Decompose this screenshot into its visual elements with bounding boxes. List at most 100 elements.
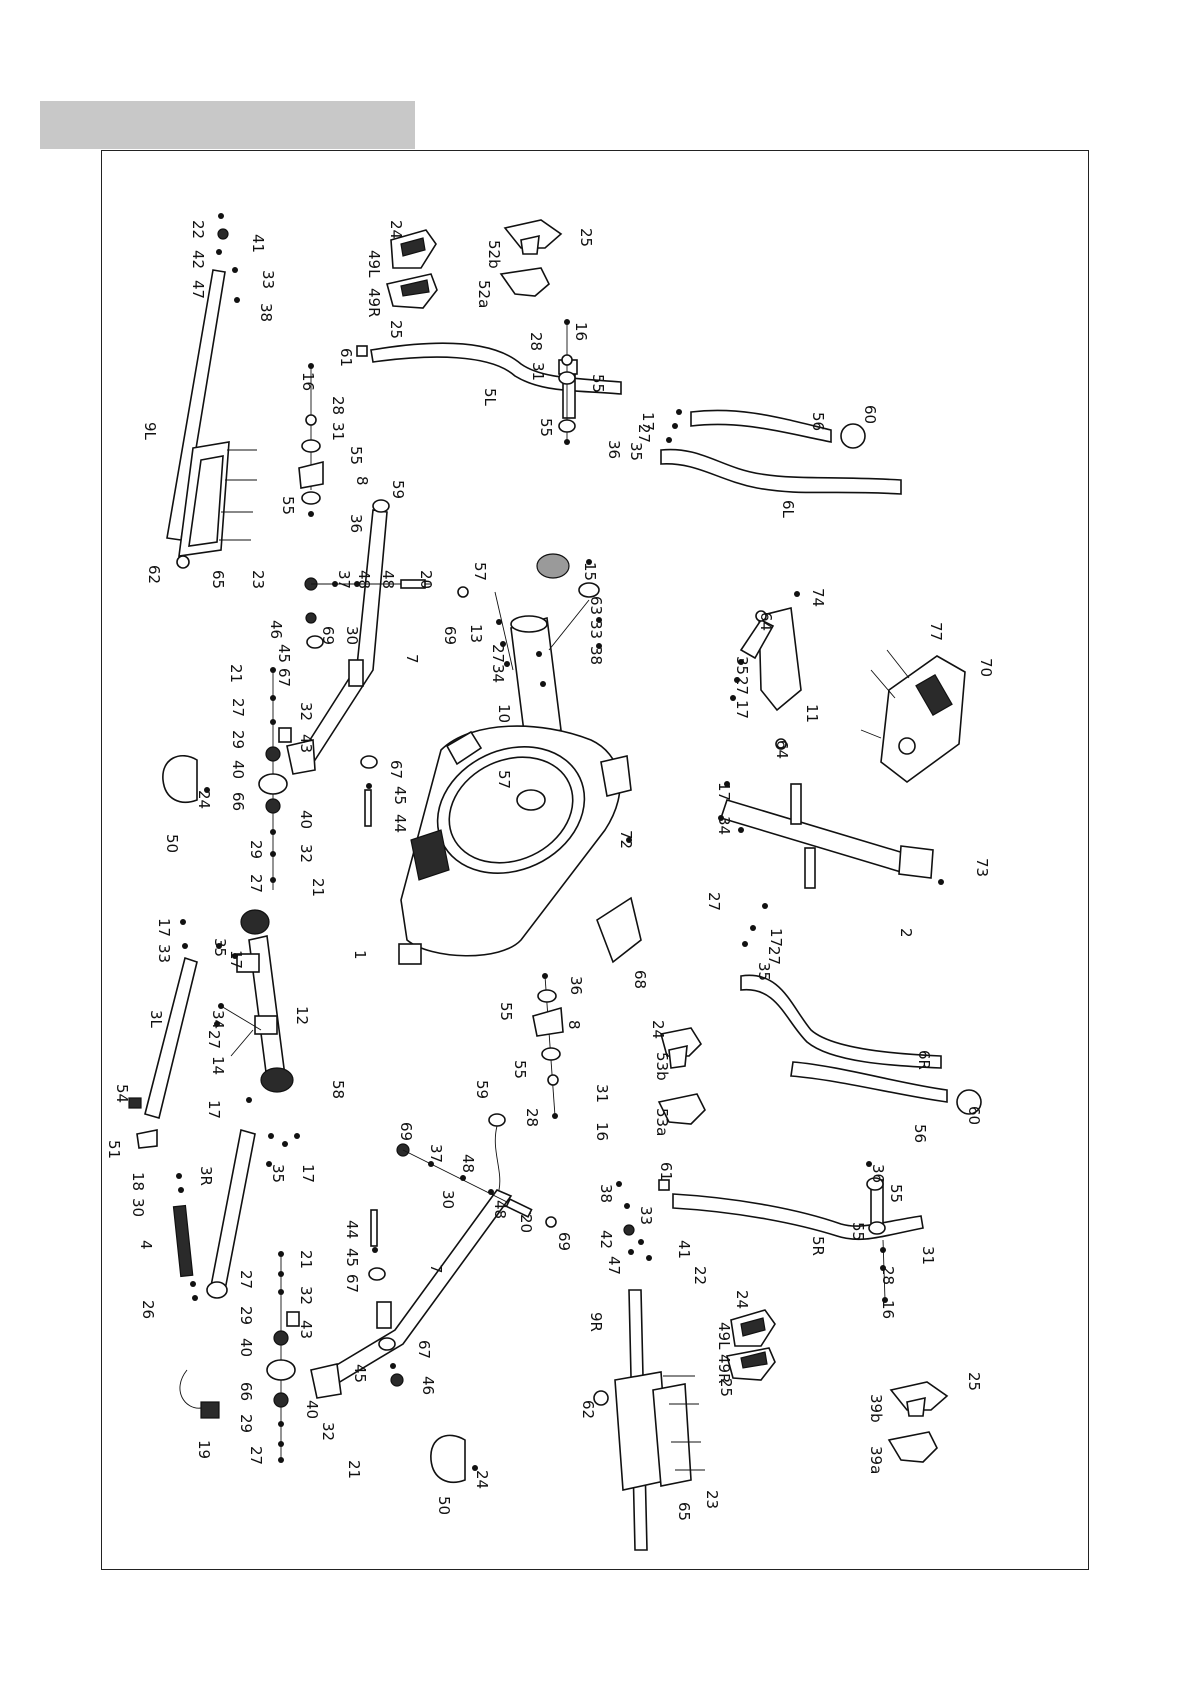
part-label-l-62a: 62 [145,565,163,584]
part-label-l-4a: 4 [137,1240,155,1250]
part-label-l-23b: 23 [703,1490,721,1509]
part-label-l-59a: 59 [389,480,407,499]
part-label-l-55c: 55 [589,374,607,393]
part-label-l-54a: 54 [113,1084,131,1103]
part-label-l-31c: 31 [593,1084,611,1103]
part-stack-44-lower [368,1209,404,1387]
part-label-l-17a: 17 [639,412,657,431]
part-label-l-60a: 60 [861,405,879,424]
part-label-l-68a: 68 [631,970,649,989]
part-39a-grip [887,1431,938,1463]
part-label-l-14a: 14 [209,1056,227,1075]
part-label-l-31b: 31 [529,362,547,381]
part-label-l-21b: 21 [309,878,327,897]
part-label-l-23a: 23 [249,570,267,589]
part-65-pedal-left [178,441,257,557]
part-label-l-27c: 27 [229,698,247,717]
part-53a-grip [657,1093,706,1125]
part-label-l-21a: 21 [227,664,245,683]
part-4-slider [172,1173,198,1301]
part-5L-arm [370,342,622,419]
part-label-l-5R: 5R [809,1236,827,1256]
part-52a-grip [499,267,550,297]
part-label-l-74a: 74 [809,588,827,607]
part-label-l-22b: 22 [691,1266,709,1285]
part-label-l-27h: 27 [205,1030,223,1049]
part-label-l-32d: 32 [319,1422,337,1441]
part-label-l-40c: 40 [237,1338,255,1357]
part-label-l-40a: 40 [229,760,247,779]
part-2-base [718,781,944,947]
diagram-frame [101,150,1089,1570]
part-label-l-31d: 31 [919,1246,937,1265]
part-label-l-44a: 44 [391,814,409,833]
part-label-l-30c: 30 [439,1190,457,1209]
part-label-l-56b: 56 [911,1124,929,1143]
part-label-l-67c: 67 [343,1274,361,1293]
part-50-cover-upper [162,755,210,804]
part-3L-tube [144,919,198,1119]
part-62-left [176,555,190,569]
header-bar [40,101,415,149]
part-49L-cover-right [730,1309,776,1347]
part-label-l-6L: 6L [779,500,797,519]
part-label-l-45a: 45 [275,644,293,663]
part-label-l-37a: 37 [335,570,353,589]
part-label-l-55f: 55 [511,1060,529,1079]
part-label-l-55g: 55 [887,1184,905,1203]
part-label-l-45c: 45 [343,1248,361,1267]
part-label-l-36d: 36 [869,1164,887,1183]
part-label-l-51a: 51 [105,1140,123,1159]
part-57-cap-upper [536,553,570,579]
part-label-l-53a: 53a [653,1108,671,1136]
part-label-l-69a: 69 [319,626,337,645]
part-label-l-66b: 66 [237,1382,255,1401]
part-6L-tube [660,409,902,495]
part-label-l-33b: 33 [587,620,605,639]
part-label-l-25b: 25 [577,228,595,247]
part-label-l-49La: 49L [365,250,383,278]
part-label-l-25a: 25 [387,320,405,339]
part-label-l-10a: 10 [495,704,513,723]
part-63-stack [548,559,602,651]
part-label-l-36c: 36 [567,976,585,995]
part-label-l-48d: 48 [491,1200,509,1219]
part-label-l-65b: 65 [675,1502,693,1521]
part-label-l-69b: 69 [441,626,459,645]
part-stack-7-lower [396,1143,557,1228]
part-label-l-60b: 60 [965,1106,983,1125]
part-label-l-52b: 52b [485,240,503,269]
part-label-l-45d: 45 [351,1364,369,1383]
part-label-l-77a: 77 [927,622,945,641]
part-label-l-27e: 27 [733,676,751,695]
part-label-l-40d: 40 [303,1400,321,1419]
part-label-l-18a: 18 [129,1172,147,1191]
part-label-l-41a: 41 [249,234,267,253]
part-label-l-38a: 38 [257,303,275,322]
part-stack-66-upper [258,667,292,890]
part-49L-cover [390,229,437,269]
part-stack-7-upper [304,577,469,649]
part-label-l-29b: 29 [247,840,265,859]
part-7-arm-lower [310,1113,513,1399]
part-label-l-8a: 8 [353,476,371,486]
part-label-l-64a: 64 [757,612,775,631]
part-56-tube-upper [690,409,866,449]
part-label-l-67a: 67 [275,668,293,687]
part-49R-cover-right [726,1347,776,1381]
part-label-l-20b: 20 [517,1214,535,1233]
part-label-l-17c: 17 [715,782,733,801]
part-8-bracket-right [532,973,564,1119]
part-stack-66-lower [266,1251,300,1463]
part-68-cover [596,896,642,964]
part-11-bracket [730,591,802,750]
part-label-l-7a: 7 [403,654,421,664]
part-13-stack [494,591,514,671]
part-56-tube-lower [790,1061,982,1115]
part-label-l-38b: 38 [587,646,605,665]
part-label-l-63a: 63 [587,596,605,615]
part-label-l-43a: 43 [297,734,315,753]
part-1-housing [398,725,621,965]
part-label-l-46b: 46 [419,1376,437,1395]
part-label-l-27i: 27 [237,1270,255,1289]
